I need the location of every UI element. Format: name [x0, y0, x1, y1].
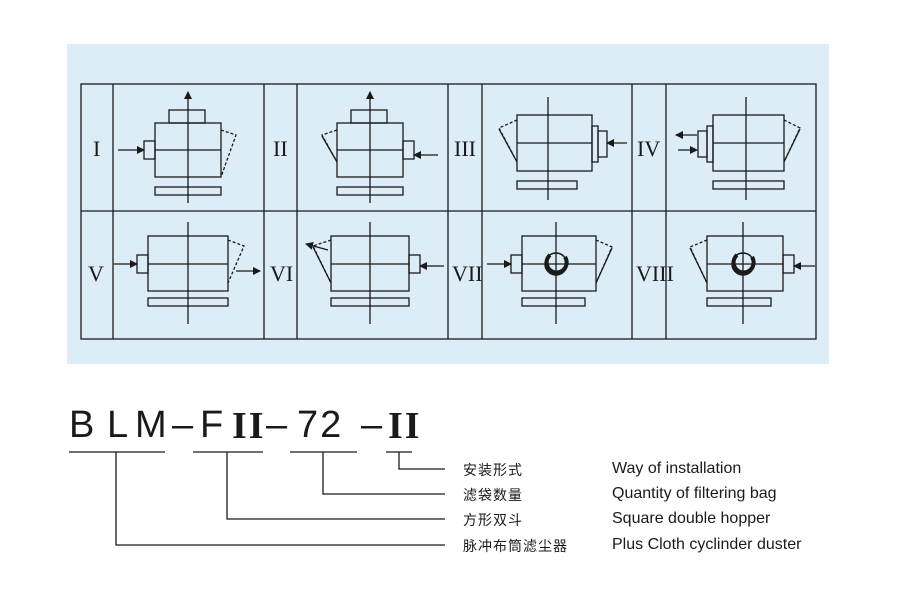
model-code-b: B	[69, 404, 97, 446]
model-code-roman-1: II	[232, 405, 266, 447]
legend-en-bag-quantity: Quantity of filtering bag	[612, 485, 777, 502]
form-label-1: I	[93, 136, 101, 161]
form-label-4: IV	[637, 136, 661, 161]
form-6-drawing	[305, 222, 444, 324]
model-code-l: L	[107, 404, 131, 446]
model-code-leaders	[69, 451, 445, 546]
diagram-grid	[80, 83, 817, 340]
legend-en-duster: Plus Cloth cyclinder duster	[612, 536, 802, 553]
legend-en-hopper: Square double hopper	[612, 510, 771, 527]
model-code-dash-1: –	[172, 404, 196, 446]
form-label-2: II	[273, 136, 288, 161]
model-code-roman-2: II	[388, 405, 422, 447]
model-code-dash-3: –	[361, 404, 385, 446]
legend-cn-bag-quantity: 滤袋数量	[463, 488, 523, 504]
model-code-m: M	[135, 404, 169, 446]
model-code-dash-2: –	[266, 404, 290, 446]
form-label-3: III	[454, 136, 476, 161]
form-4-drawing	[675, 97, 801, 200]
form-label-6: VI	[270, 261, 294, 286]
model-code-number: 72	[297, 404, 344, 446]
legend-cn-hopper: 方形双斗	[463, 513, 523, 529]
legend-en-installation: Way of installation	[612, 460, 742, 477]
form-8-drawing	[689, 222, 815, 324]
form-label-5: V	[88, 261, 104, 286]
form-label-7: VII	[452, 261, 483, 286]
form-5-drawing	[114, 222, 261, 324]
legend-cn-installation: 安装形式	[463, 463, 523, 479]
form-7-drawing	[487, 222, 613, 324]
form-2-drawing	[321, 91, 438, 203]
form-label-8: VIII	[636, 261, 674, 286]
model-code-f: F	[200, 404, 226, 446]
form-1-drawing	[118, 91, 237, 203]
form-3-drawing	[498, 97, 627, 200]
legend-cn-duster: 脉冲布筒滤尘器	[463, 539, 568, 555]
